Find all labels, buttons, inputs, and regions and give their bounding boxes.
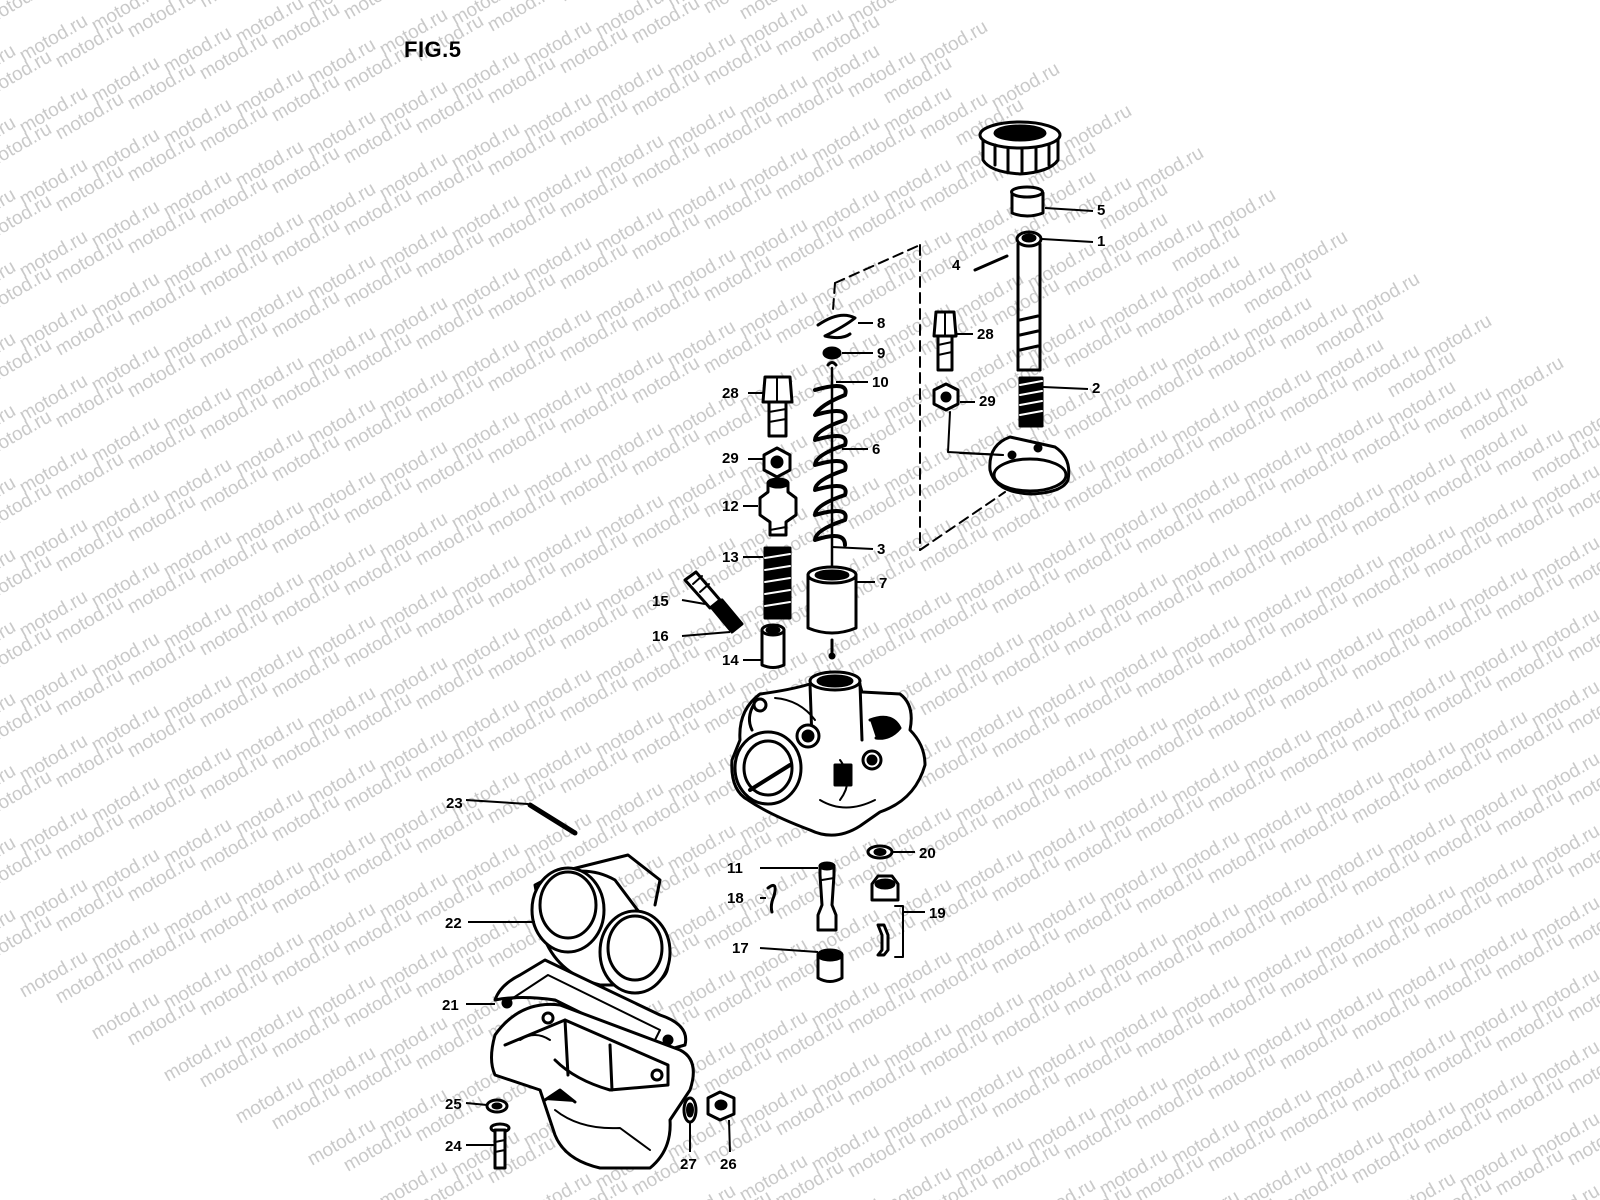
callout-14: 14 <box>722 652 739 669</box>
part-23-pin <box>527 802 578 836</box>
part-17-jet <box>816 948 844 983</box>
part-18-clip <box>766 883 777 914</box>
callout-24: 24 <box>445 1138 462 1155</box>
part-21-gasket <box>493 958 688 1054</box>
top-cap-part <box>978 120 1062 176</box>
dashed-bracket <box>832 244 1006 551</box>
callout-2: 2 <box>1092 380 1101 397</box>
part-16-spring <box>710 598 744 634</box>
callout-7: 7 <box>879 575 888 592</box>
callout-8: 8 <box>877 315 886 332</box>
callout-10: 10 <box>872 374 889 391</box>
part-29-nut-right <box>932 382 1004 456</box>
part-2-spring <box>1018 376 1044 428</box>
part-20-washer <box>866 844 894 860</box>
mixing-chamber-cap <box>959 435 1071 496</box>
callout-21: 21 <box>442 997 459 1014</box>
callout-20: 20 <box>919 845 936 862</box>
callout-15: 15 <box>652 593 669 610</box>
callout-26: 26 <box>720 1156 737 1173</box>
callout-27: 27 <box>680 1156 697 1173</box>
callout-4: 4 <box>952 257 961 274</box>
callout-29-left: 29 <box>722 450 739 467</box>
part-22-float <box>530 853 672 995</box>
part-27-washer <box>682 1096 698 1124</box>
callout-6: 6 <box>872 441 881 458</box>
part-3-spring <box>813 384 848 547</box>
part-12-fitting <box>758 477 798 537</box>
carburetor-body <box>730 670 927 837</box>
part-4-pin <box>973 254 1009 272</box>
part-19-needle-valve <box>870 874 904 958</box>
callout-25: 25 <box>445 1096 462 1113</box>
callout-19: 19 <box>929 905 946 922</box>
callout-28-left: 28 <box>722 385 739 402</box>
callout-18: 18 <box>727 890 744 907</box>
callout-28-right: 28 <box>977 326 994 343</box>
callout-22: 22 <box>445 915 462 932</box>
callout-23: 23 <box>446 795 463 812</box>
part-11-jet-holder <box>816 861 838 932</box>
callout-1: 1 <box>1097 233 1106 250</box>
callout-5: 5 <box>1097 202 1106 219</box>
callout-3: 3 <box>877 541 886 558</box>
part-14-plunger <box>760 623 786 669</box>
callout-16: 16 <box>652 628 669 645</box>
callout-11: 11 <box>727 860 743 877</box>
callout-17: 17 <box>732 940 749 957</box>
part-28-bolt-right <box>932 310 958 372</box>
callout-13: 13 <box>722 549 739 566</box>
part-13-spring <box>763 546 792 620</box>
callout-29-right: 29 <box>979 393 996 410</box>
part-8-clip <box>816 313 857 340</box>
callout-12: 12 <box>722 498 739 515</box>
part-29-nut-left <box>762 446 792 479</box>
part-28-bolt-left <box>761 375 794 438</box>
part-9-ball <box>822 346 842 360</box>
part-7-throttle-valve <box>806 565 858 660</box>
callout-9: 9 <box>877 345 886 362</box>
part-25-washer <box>485 1098 509 1114</box>
part-24-screw <box>489 1122 511 1170</box>
part-1-shaft <box>1015 230 1043 372</box>
figure-title: FIG.5 <box>404 37 462 62</box>
float-chamber <box>490 1002 695 1170</box>
leader-lines <box>465 207 1094 1153</box>
part-5-sleeve <box>1010 185 1045 218</box>
part-26-plug <box>706 1090 736 1122</box>
